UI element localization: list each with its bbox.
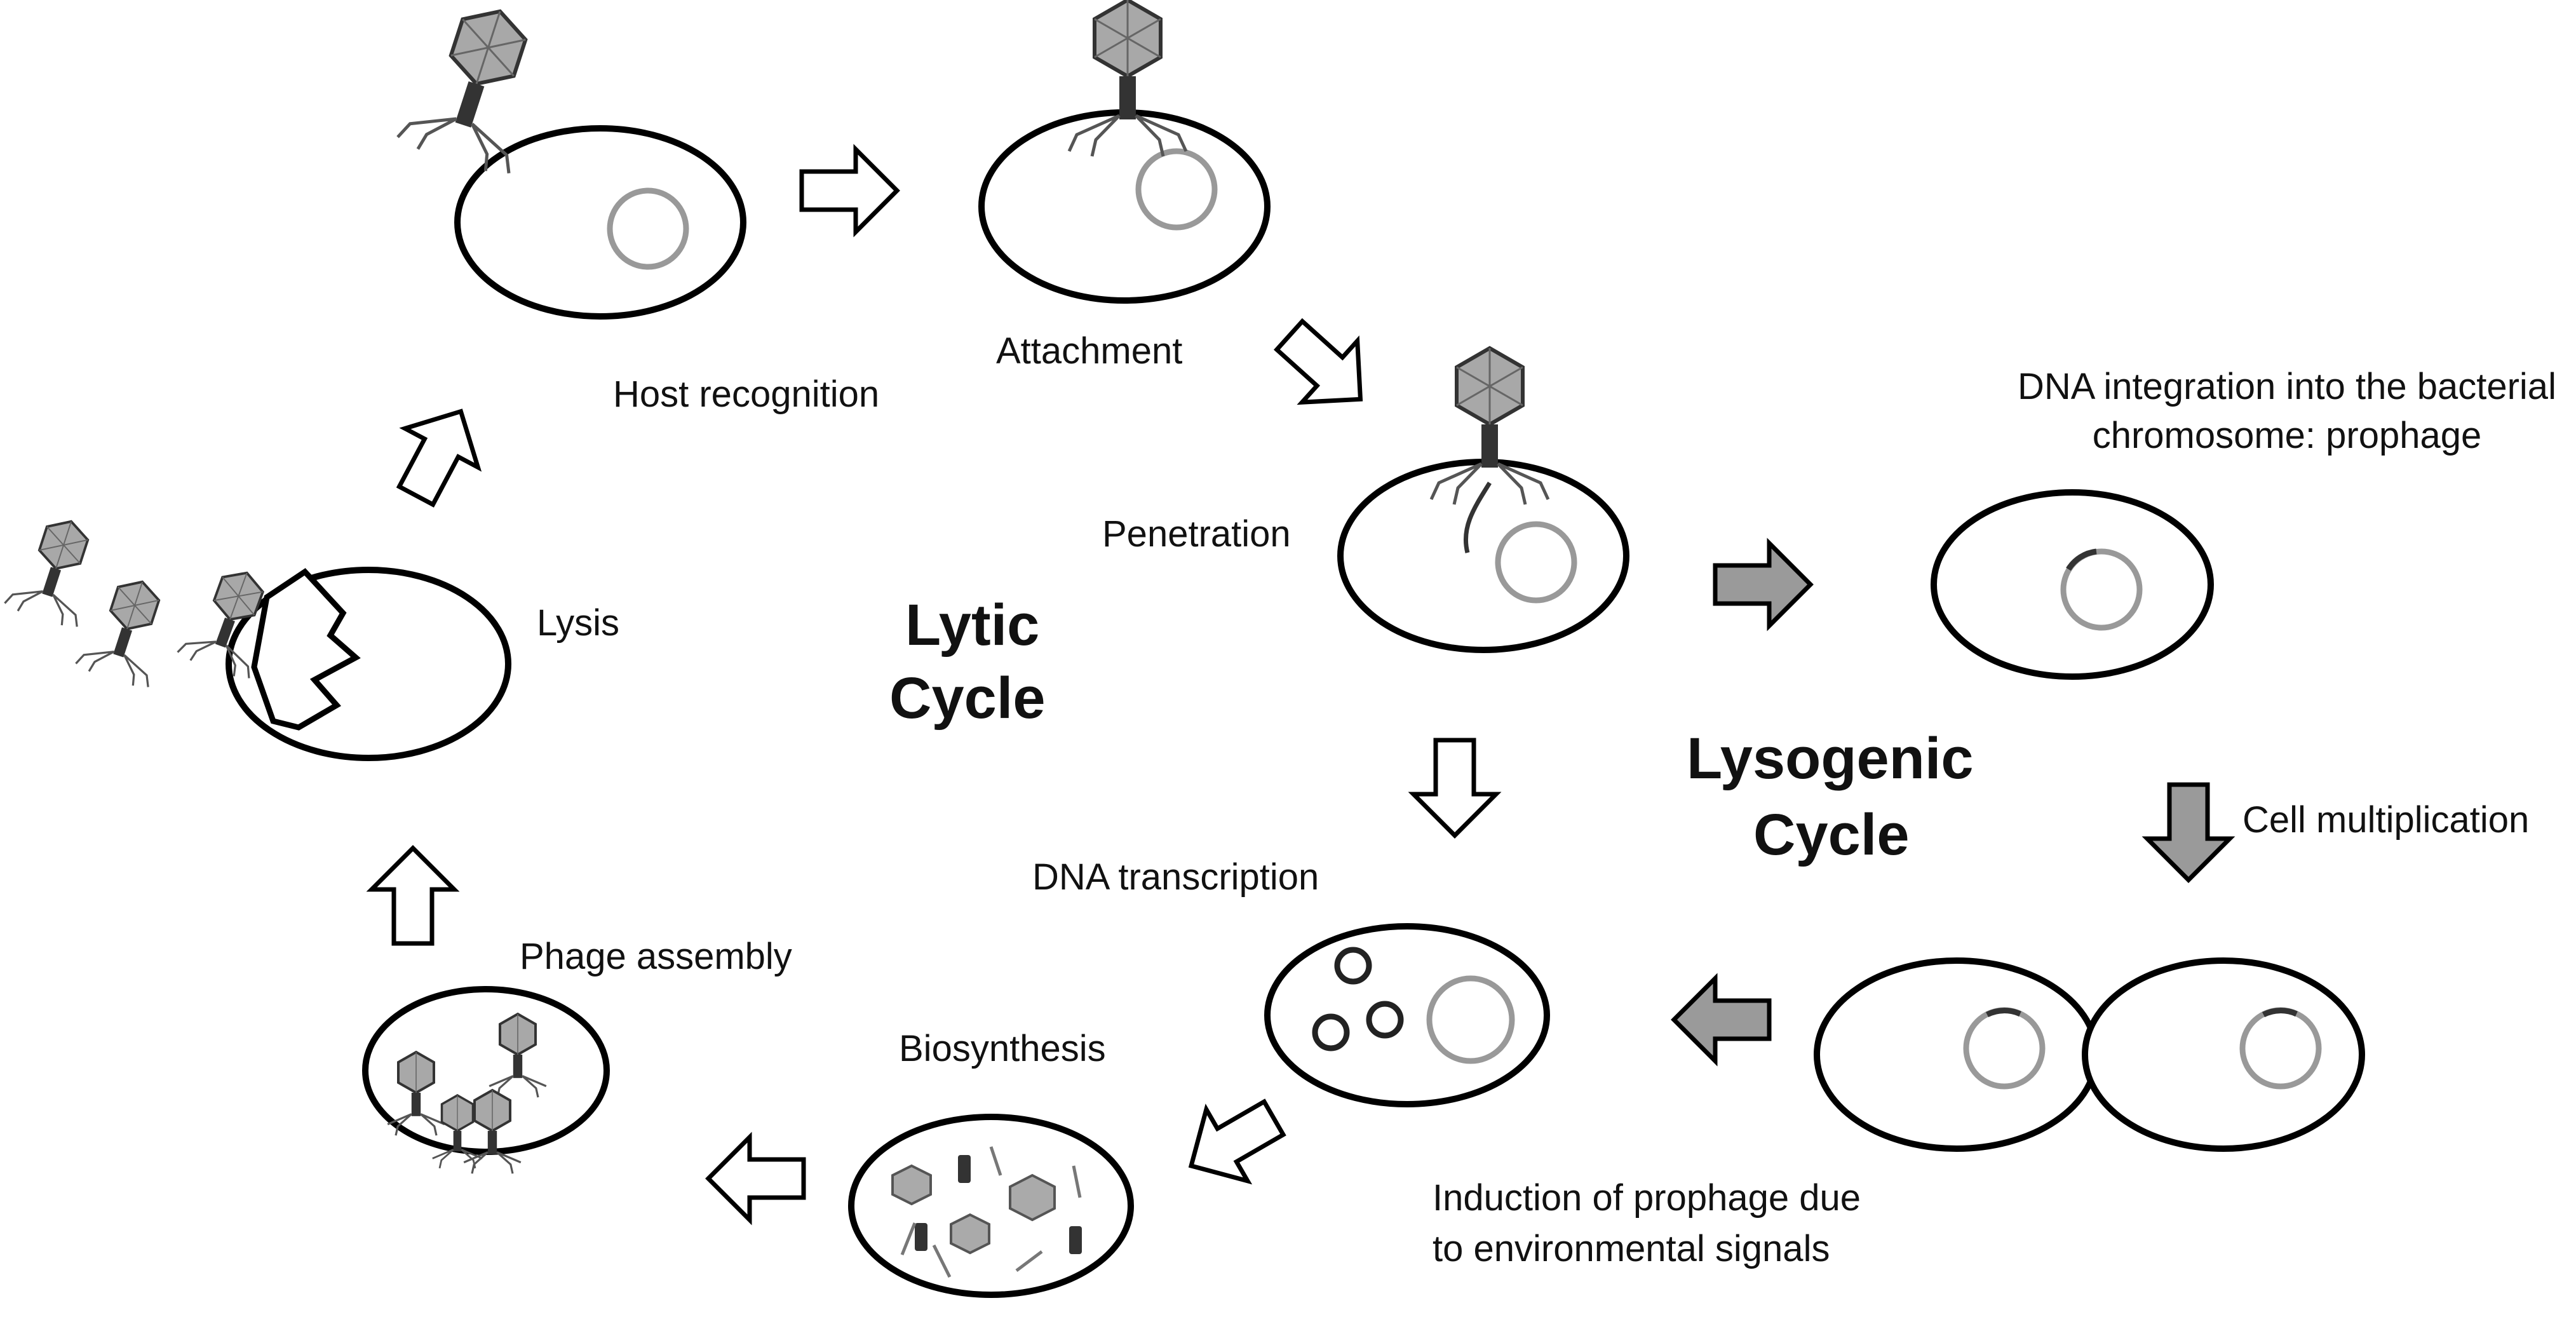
- arrow-attachment-to-penetration: [1273, 318, 1363, 405]
- bacterial-chromosome: [607, 187, 689, 270]
- label-host-recognition: Host recognition: [613, 374, 879, 415]
- label-lysis: Lysis: [537, 602, 619, 644]
- host-cell-assembly: [362, 986, 610, 1155]
- bacterial-chromosome: [1135, 148, 1218, 231]
- prophage-segment: [2066, 548, 2097, 571]
- arrow-lysis-to-recognition: [396, 409, 482, 508]
- phage-dna-circle: [1312, 1013, 1350, 1051]
- label-integration-line2: chromosome: prophage: [2093, 415, 2482, 456]
- arrow-penetration-to-transcription: [1408, 738, 1502, 839]
- phage-dna-circle: [1334, 947, 1372, 985]
- arrow-penetration-to-integration: [1713, 537, 1814, 632]
- arrow-recognition-to-attachment: [799, 144, 900, 238]
- label-attachment: Attachment: [996, 330, 1182, 372]
- label-biosynthesis: Biosynthesis: [899, 1028, 1106, 1069]
- arrow-induction-to-transcription: [1671, 973, 1772, 1067]
- host-cell-attachment: [978, 109, 1271, 304]
- label-penetration: Penetration: [1102, 513, 1291, 555]
- bacterial-chromosome: [1426, 975, 1515, 1064]
- host-cell-biosynthesis: [848, 1114, 1134, 1298]
- label-integration-line1: DNA integration into the bacterial: [2018, 366, 2556, 407]
- arrow-biosynthesis-to-assembly: [705, 1132, 806, 1226]
- label-cell-multiplication: Cell multiplication: [2242, 799, 2529, 841]
- arrow-integration-to-multiplication: [2141, 782, 2235, 883]
- bacterial-chromosome: [2060, 548, 2143, 631]
- dividing-cell-left: [1814, 957, 2100, 1152]
- ruptured-membrane: [251, 568, 361, 731]
- arrow-assembly-to-lysis: [366, 845, 460, 946]
- prophage-segment: [2262, 1008, 2298, 1018]
- lytic-cycle-title-line2: Cycle: [889, 666, 1046, 731]
- phage-icon: [2, 508, 109, 632]
- dividing-cell-right: [2082, 957, 2365, 1152]
- lysogenic-cycle-title-line1: Lysogenic: [1687, 726, 1974, 791]
- injected-dna-strand: [1463, 482, 1492, 553]
- lytic-cycle-title-line1: Lytic: [905, 593, 1039, 658]
- host-cell-prophage: [1931, 489, 2214, 680]
- bacterial-chromosome: [1495, 521, 1577, 604]
- phage-dna-circle: [1366, 1001, 1404, 1039]
- host-cell-recognition: [454, 125, 746, 320]
- label-induction-line1: Induction of prophage due: [1433, 1177, 1861, 1219]
- arrow-transcription-to-biosynthesis: [1188, 1098, 1286, 1185]
- label-phage-assembly: Phage assembly: [520, 936, 792, 977]
- host-cell-transcription: [1264, 923, 1550, 1107]
- label-induction-line2: to environmental signals: [1433, 1228, 1830, 1269]
- phage-components: [891, 1146, 1082, 1278]
- prophage-segment: [1985, 1008, 2021, 1018]
- lysogenic-cycle-title-line2: Cycle: [1753, 802, 1910, 867]
- label-dna-transcription: DNA transcription: [1032, 856, 1319, 898]
- phage-icon: [73, 569, 180, 692]
